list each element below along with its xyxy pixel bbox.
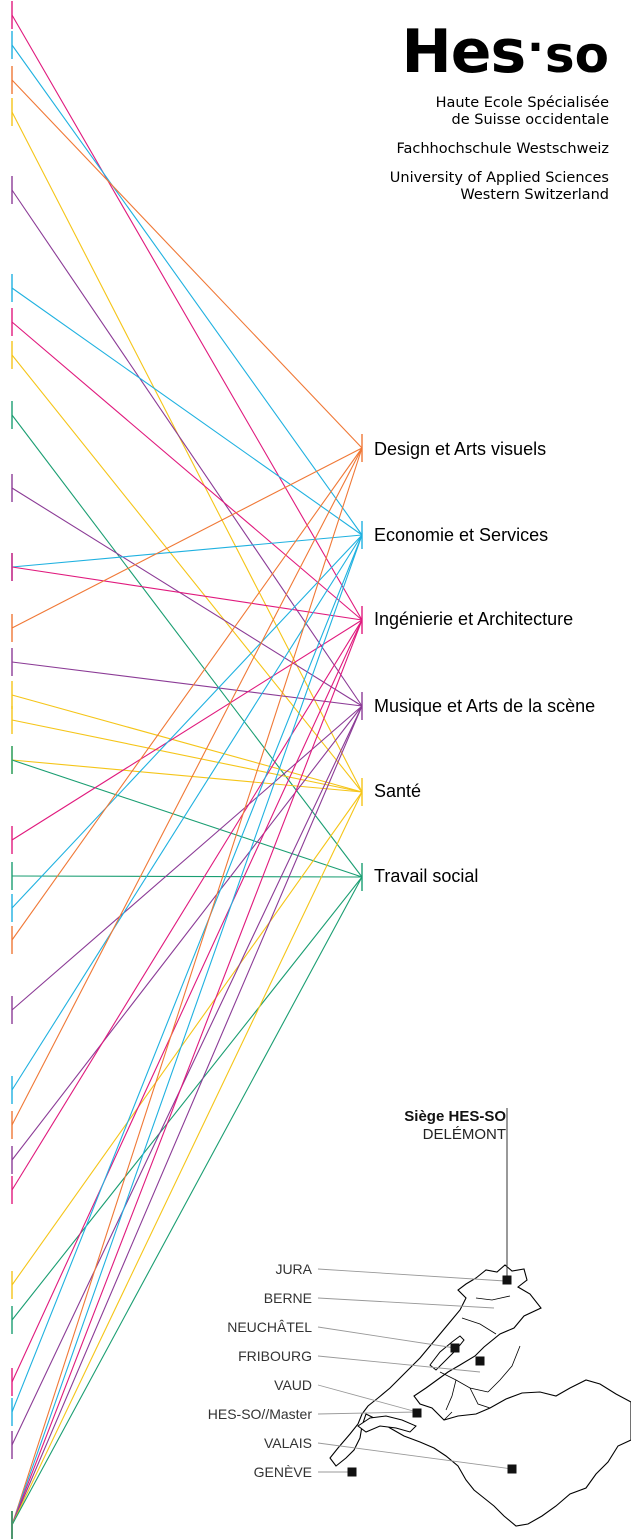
- connection-line-35: [11, 705, 363, 1526]
- region-leader-line-6: [317, 1442, 513, 1470]
- connection-line-17: [11, 759, 363, 878]
- connection-line-20: [11, 534, 363, 909]
- tagline-german: Fachhochschule Westschweiz: [396, 141, 609, 157]
- region-label-neuchatel: NEUCHÂTEL: [227, 1319, 312, 1335]
- connection-line-36: [11, 791, 363, 1526]
- school-marker-1: [450, 1343, 460, 1353]
- connection-line-26: [11, 619, 363, 1191]
- connection-line-1: [11, 44, 363, 536]
- region-leader-line-3: [317, 1355, 481, 1373]
- connection-line-31: [11, 705, 363, 1446]
- domain-label-sante: Santé: [374, 781, 422, 801]
- logo-wordmark: Hes·so: [390, 18, 609, 85]
- hes-so-logo: Hes·so Haute Ecole Spécialisée de Suisse…: [390, 18, 609, 204]
- connection-line-15: [11, 719, 363, 793]
- school-marker-4: [507, 1464, 517, 1474]
- region-label-hes-so-master: HES-SO//Master: [207, 1406, 312, 1422]
- connection-line-32: [11, 447, 363, 1526]
- region-leader-line-0: [317, 1268, 506, 1282]
- lake-geneva: [357, 1415, 417, 1433]
- school-marker-0: [502, 1275, 512, 1285]
- connection-line-37: [11, 876, 363, 1526]
- region-label-jura: JURA: [275, 1261, 312, 1277]
- region-leader-line-4: [317, 1384, 418, 1413]
- siege-label: Siège HES-SO DELÉMONT: [404, 1108, 506, 1144]
- region-label-valais: VALAIS: [264, 1435, 312, 1451]
- region-label-geneve: GENÈVE: [253, 1464, 312, 1480]
- connection-line-7: [11, 354, 363, 793]
- region-label-fribourg: FRIBOURG: [238, 1348, 312, 1364]
- siege-title: Siège HES-SO: [404, 1108, 506, 1125]
- school-markers: [347, 1275, 517, 1477]
- logo-wordmark-so: so: [544, 26, 609, 84]
- connection-line-4: [11, 189, 363, 707]
- domain-label-ingenierie: Ingénierie et Architecture: [374, 609, 574, 629]
- connection-line-22: [11, 705, 363, 1011]
- connection-line-25: [11, 705, 363, 1161]
- region-label-vaud: VAUD: [274, 1377, 312, 1393]
- logo-wordmark-main: Hes: [401, 17, 527, 87]
- connection-line-11: [11, 566, 363, 621]
- domain-label-travail-social: Travail social: [374, 866, 479, 886]
- domain-label-economie: Economie et Services: [374, 525, 549, 545]
- tagline-french: Haute Ecole Spécialisée de Suisse occide…: [435, 95, 609, 128]
- connection-line-21: [11, 447, 363, 941]
- school-marker-5: [347, 1467, 357, 1477]
- connection-line-2: [11, 79, 363, 449]
- connection-line-16: [11, 759, 363, 793]
- school-marker-3: [412, 1408, 422, 1418]
- connection-line-24: [11, 447, 363, 1126]
- connection-line-6: [11, 321, 363, 621]
- region-label-berne: BERNE: [263, 1290, 312, 1306]
- siege-city: DELÉMONT: [422, 1126, 506, 1143]
- connection-line-5: [11, 287, 363, 536]
- connection-line-34: [11, 619, 363, 1526]
- region-leader-line-1: [317, 1297, 495, 1309]
- connection-line-14: [11, 694, 363, 793]
- connection-line-3: [11, 111, 363, 793]
- connection-lines: [11, 14, 363, 1526]
- logo-wordmark-dot: ·: [527, 22, 544, 73]
- western-switzerland-outline: [329, 1264, 631, 1527]
- connection-line-33: [11, 534, 363, 1526]
- connection-line-23: [11, 534, 363, 1091]
- connection-line-30: [11, 534, 363, 1413]
- connection-line-9: [11, 487, 363, 707]
- connection-line-18: [11, 619, 363, 841]
- connection-line-27: [11, 791, 363, 1286]
- connection-line-19: [11, 875, 363, 878]
- connection-line-12: [11, 447, 363, 629]
- region-leader-line-2: [317, 1326, 456, 1349]
- domain-label-musique: Musique et Arts de la scène: [374, 696, 596, 716]
- connection-line-29: [11, 619, 363, 1383]
- connection-line-28: [11, 876, 363, 1321]
- domain-label-design: Design et Arts visuels: [374, 439, 547, 459]
- school-marker-2: [475, 1356, 485, 1366]
- connection-line-0: [11, 14, 363, 621]
- connection-line-8: [11, 414, 363, 878]
- connection-line-10: [11, 534, 363, 568]
- switzerland-map: [317, 1108, 631, 1527]
- region-leader-line-5: [317, 1411, 418, 1415]
- tagline-english: University of Applied Sciences Western S…: [389, 170, 609, 203]
- internal-borders: [439, 1295, 521, 1421]
- region-leader-lines: [317, 1108, 513, 1473]
